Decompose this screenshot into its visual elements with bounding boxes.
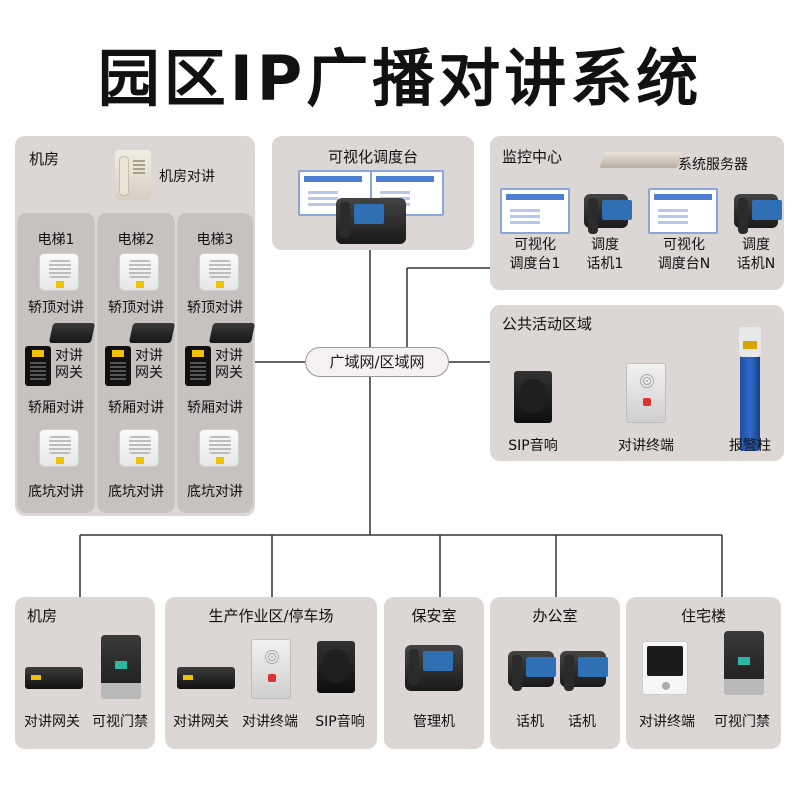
phone-icon bbox=[405, 645, 463, 691]
gateway-icon bbox=[25, 667, 83, 689]
device-label: 机房对讲 bbox=[159, 169, 215, 185]
car-intercom-icon bbox=[105, 346, 131, 386]
item-label: 对讲终端 bbox=[639, 714, 695, 730]
elevator-name: 电梯3 bbox=[196, 232, 234, 248]
item-label: 可视门禁 bbox=[714, 714, 770, 730]
panel-label: 公共活动区域 bbox=[502, 315, 593, 333]
item-label: 对讲终端 bbox=[618, 438, 674, 454]
panel-residential: 住宅楼 对讲终端 可视门禁 bbox=[626, 597, 781, 749]
speaker-icon bbox=[317, 641, 355, 693]
car-intercom-icon bbox=[185, 346, 211, 386]
item-label: 对讲网关 bbox=[173, 714, 229, 730]
intercom-terminal-icon bbox=[626, 363, 666, 423]
panel-label: 机房 bbox=[27, 607, 58, 625]
handset-icon bbox=[115, 150, 151, 200]
panel-label: 监控中心 bbox=[502, 148, 563, 166]
panel-label: 保安室 bbox=[411, 607, 457, 625]
phone-icon bbox=[336, 198, 406, 244]
panel-machine-room-top: 机房 机房对讲 电梯1 轿顶对讲 对讲 网关 轿厢对讲 底坑对讲 电梯2 轿顶对… bbox=[15, 136, 256, 516]
pit-intercom-label: 底坑对讲 bbox=[28, 484, 84, 500]
item-label: 话机 bbox=[568, 714, 596, 730]
speaker-icon bbox=[119, 429, 159, 467]
item-label: 可视化 调度台1 bbox=[509, 237, 561, 272]
item-label: SIP音响 bbox=[508, 438, 558, 454]
monitor-icon bbox=[500, 188, 570, 234]
car-intercom-icon bbox=[25, 346, 51, 386]
server-icon bbox=[599, 152, 683, 168]
car-intercom-label: 轿厢对讲 bbox=[187, 400, 243, 416]
speaker-icon bbox=[199, 253, 239, 291]
monitor-icon bbox=[648, 188, 718, 234]
item-label: SIP音响 bbox=[315, 714, 365, 730]
panel-monitor-center: 监控中心 系统服务器 可视化 调度台1 调度 话机1 可视化 调度台N 调度 话… bbox=[490, 136, 784, 290]
gateway-label: 对讲 网关 bbox=[215, 348, 243, 381]
pit-intercom-label: 底坑对讲 bbox=[187, 484, 243, 500]
gateway-label: 对讲 网关 bbox=[55, 348, 83, 381]
page-title: 园区IP广播对讲系统 bbox=[97, 42, 703, 115]
pit-intercom-label: 底坑对讲 bbox=[108, 484, 164, 500]
top-intercom-label: 轿顶对讲 bbox=[28, 300, 84, 316]
item-label: 调度 话机N bbox=[736, 237, 776, 272]
intercom-terminal-icon bbox=[251, 639, 291, 699]
door-access-icon bbox=[101, 635, 141, 699]
network-node: 广域网/区域网 bbox=[305, 347, 449, 377]
alarm-pillar-icon bbox=[739, 327, 761, 451]
phone-icon bbox=[584, 194, 632, 234]
speaker-icon bbox=[119, 253, 159, 291]
house-intercom-icon bbox=[642, 641, 688, 695]
item-label: 可视化 调度台N bbox=[657, 237, 711, 272]
elevator-name: 电梯2 bbox=[117, 232, 155, 248]
phone-icon bbox=[734, 194, 782, 234]
panel-label: 生产作业区/停车场 bbox=[208, 607, 334, 625]
gateway-icon bbox=[208, 323, 256, 343]
elevator-column-1: 电梯1 轿顶对讲 对讲 网关 轿厢对讲 底坑对讲 bbox=[17, 213, 96, 513]
item-label: 管理机 bbox=[413, 714, 455, 730]
panel-label: 住宅楼 bbox=[680, 607, 726, 625]
panel-production-area: 生产作业区/停车场 对讲网关 对讲终端 SIP音响 bbox=[165, 597, 377, 749]
top-intercom-label: 轿顶对讲 bbox=[108, 300, 164, 316]
elevator-name: 电梯1 bbox=[37, 232, 75, 248]
phone-icon bbox=[560, 651, 608, 691]
panel-label: 办公室 bbox=[532, 607, 578, 625]
car-intercom-label: 轿厢对讲 bbox=[108, 400, 164, 416]
panel-console: 可视化调度台 bbox=[272, 136, 474, 250]
top-intercom-label: 轿顶对讲 bbox=[187, 300, 243, 316]
monitor-icon bbox=[370, 170, 444, 216]
gateway-icon bbox=[177, 667, 235, 689]
item-label: 话机 bbox=[516, 714, 544, 730]
car-intercom-label: 轿厢对讲 bbox=[28, 400, 84, 416]
panel-label: 机房 bbox=[29, 150, 60, 168]
speaker-icon bbox=[514, 371, 552, 423]
panel-public-area: 公共活动区域 SIP音响 对讲终端 报警柱 bbox=[490, 305, 784, 461]
item-label: 对讲终端 bbox=[242, 714, 298, 730]
elevator-column-2: 电梯2 轿顶对讲 对讲 网关 轿厢对讲 底坑对讲 bbox=[97, 213, 176, 513]
item-label: 对讲网关 bbox=[24, 714, 80, 730]
panel-office: 办公室 话机 话机 bbox=[490, 597, 620, 749]
phone-icon bbox=[508, 651, 556, 691]
server-label: 系统服务器 bbox=[678, 157, 748, 173]
speaker-icon bbox=[39, 253, 79, 291]
door-access-icon bbox=[724, 631, 764, 695]
item-label: 可视门禁 bbox=[92, 714, 148, 730]
gateway-icon bbox=[128, 323, 176, 343]
panel-security-room: 保安室 管理机 bbox=[384, 597, 484, 749]
panel-label: 可视化调度台 bbox=[327, 148, 418, 166]
elevator-column-3: 电梯3 轿顶对讲 对讲 网关 轿厢对讲 底坑对讲 bbox=[177, 213, 256, 513]
panel-machine-room-bottom: 机房 对讲网关 可视门禁 bbox=[15, 597, 155, 749]
item-label: 报警柱 bbox=[729, 438, 771, 454]
gateway-label: 对讲 网关 bbox=[135, 348, 163, 381]
speaker-icon bbox=[39, 429, 79, 467]
item-label: 调度 话机1 bbox=[586, 237, 624, 272]
gateway-icon bbox=[48, 323, 96, 343]
speaker-icon bbox=[199, 429, 239, 467]
